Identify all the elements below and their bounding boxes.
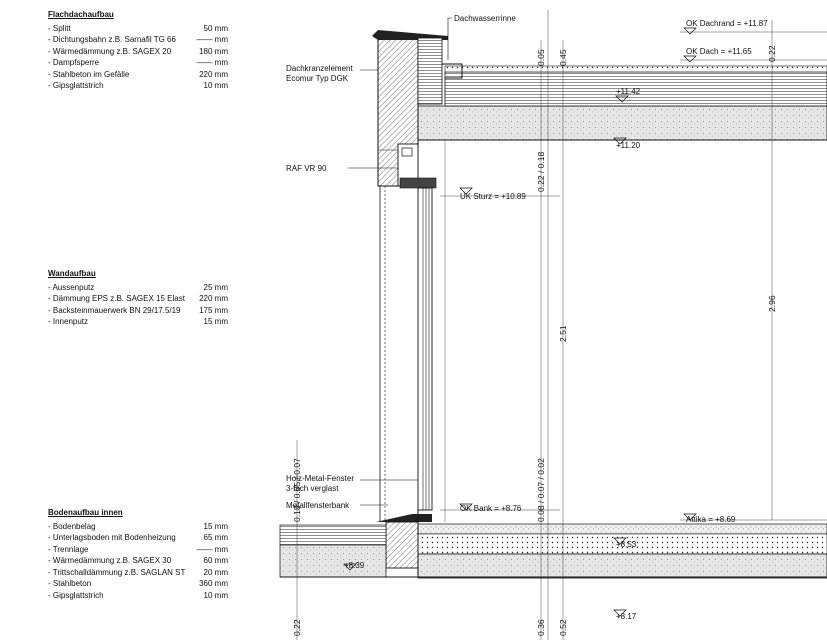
- wall-outline: [379, 186, 386, 522]
- dim-005: 0.05: [536, 49, 546, 66]
- spec-flachdach: Flachdachaufbau - Splitt 50 mm - Dichtung…: [48, 9, 228, 92]
- spec-value: 60 mm: [203, 556, 228, 565]
- spec-row: - Innenputz 15 mm: [48, 316, 228, 328]
- level-817: +8.17: [616, 612, 637, 621]
- spec-label: - Splitt: [48, 23, 71, 33]
- spec-row: - Gipsglattstrich 10 mm: [48, 80, 228, 92]
- label-fensterbank: Metallfensterbank: [286, 501, 350, 510]
- spec-value: 180 mm: [199, 46, 228, 56]
- dim-251: 2.51: [558, 325, 568, 342]
- window-frame: [417, 140, 446, 522]
- label-dachkranz: Dachkranzelement: [286, 64, 353, 73]
- level-1120: +11.20: [616, 141, 641, 150]
- spec-label: - Backsteinmauerwerk BN 29/17.5/19: [48, 305, 181, 315]
- dim-022-018: 0.22 / 0.18: [536, 152, 546, 192]
- spec-value: 15 mm: [203, 317, 228, 326]
- roof-slab: [417, 65, 827, 141]
- spec-label: - Trennlage: [48, 544, 89, 554]
- spec-title: Flachdachaufbau: [48, 10, 114, 19]
- spec-label: - Trittschalldämmung z.B. SAGLAN ST: [48, 567, 186, 577]
- spec-title: Bodenaufbau innen: [48, 508, 123, 517]
- spec-value: 220 mm: [199, 294, 228, 303]
- label-raf: RAF VR 90: [286, 164, 327, 173]
- spec-row: - Unterlagsboden mit Bodenheizung 65 mm: [48, 532, 228, 544]
- spec-label: - Stahlbeton: [48, 579, 92, 588]
- spec-label: - Gipsglattstrich: [48, 590, 104, 600]
- dim-036: 0.36: [536, 619, 546, 636]
- dim-022-right: 0.22: [767, 45, 777, 62]
- spec-row: - Dampfsperre —— mm: [48, 57, 228, 69]
- spec-label: - Wärmedämmung z.B. SAGEX 20: [48, 46, 172, 56]
- level-ok-dachrand: OK Dachrand = +11.87: [686, 19, 768, 28]
- spec-value: 25 mm: [203, 282, 228, 292]
- dimension-lines: [296, 10, 827, 640]
- spec-row: - Wärmedämmung z.B. SAGEX 20 180 mm: [48, 46, 228, 58]
- spec-label: - Innenputz: [48, 317, 89, 326]
- spec-value: —— mm: [196, 58, 228, 67]
- spec-value: 50 mm: [203, 23, 228, 33]
- spec-value: —— mm: [196, 35, 228, 44]
- spec-label: - Wärmedämmung z.B. SAGEX 30: [48, 556, 172, 565]
- spec-value: 65 mm: [203, 533, 228, 542]
- spec-label: - Dämmung EPS z.B. SAGEX 15 Elast: [48, 294, 185, 303]
- label-dachkranz-typ: Ecomur Typ DGK: [286, 74, 349, 83]
- spec-label: - Gipsglattstrich: [48, 81, 104, 90]
- spec-value: 10 mm: [203, 81, 228, 90]
- spec-title: Wandaufbau: [48, 269, 96, 278]
- level-839: +8.39: [344, 561, 365, 570]
- spec-value: —— mm: [196, 544, 228, 554]
- spec-boden: Bodenaufbau innen - Bodenbelag 15 mm - Un…: [48, 507, 228, 601]
- spec-row: - Stahlbeton im Gefälle 220 mm: [48, 69, 228, 81]
- dim-052: 0.52: [558, 619, 568, 636]
- spec-label: - Bodenbelag: [48, 521, 96, 531]
- spec-row: - Backsteinmauerwerk BN 29/17.5/19 175 mm: [48, 305, 228, 317]
- floor-slab: [279, 510, 827, 579]
- spec-row: - Wärmedämmung z.B. SAGEX 30 60 mm: [48, 555, 228, 567]
- spec-label: - Unterlagsboden mit Bodenheizung: [48, 533, 176, 542]
- label-fenster-glas: 3-fach verglast: [286, 484, 339, 493]
- level-853: +8.53: [616, 540, 637, 549]
- dim-296: 2.96: [767, 295, 777, 312]
- level-markers: [343, 27, 697, 617]
- spec-row: - Dämmung EPS z.B. SAGEX 15 Elast 220 mm: [48, 293, 228, 305]
- spec-label: - Dampfsperre: [48, 58, 100, 67]
- leader-lines: [348, 17, 452, 506]
- spec-value: 360 mm: [199, 579, 228, 588]
- label-dachwasserrinne: Dachwasserrinne: [454, 14, 516, 23]
- spec-row: - Gipsglattstrich 10 mm: [48, 590, 228, 602]
- level-attika: Attika = +8.69: [686, 515, 736, 524]
- dim-022-left: 0.22: [292, 619, 302, 636]
- spec-row: - Trennlage —— mm: [48, 544, 228, 556]
- spec-label: - Aussenputz: [48, 282, 95, 292]
- spec-label: - Stahlbeton im Gefälle: [48, 69, 130, 79]
- dim-045: 0.45: [558, 49, 568, 66]
- level-ok-dach: OK Dach = +11.65: [686, 47, 752, 56]
- level-1142: +11.42: [616, 87, 641, 96]
- spec-wand: Wandaufbau - Aussenputz 25 mm - Dämmung E…: [48, 268, 228, 328]
- spec-label: - Dichtungsbahn z.B. Sarnafil TG 66: [48, 35, 176, 44]
- spec-value: 175 mm: [199, 305, 228, 315]
- spec-row: - Bodenbelag 15 mm: [48, 521, 228, 533]
- blind-box: [397, 143, 437, 189]
- spec-value: 10 mm: [203, 590, 228, 600]
- label-fenster: Holz-Metal-Fenster: [286, 474, 354, 483]
- dim-018-005-007: 0.18 / 0.05 / 0.07: [292, 458, 302, 522]
- level-ok-bank: OK Bank = +8.76: [460, 504, 522, 513]
- dim-008-007-002: 0.08 / 0.07 / 0.02: [536, 458, 546, 522]
- spec-row: - Dichtungsbahn z.B. Sarnafil TG 66 —— mm: [48, 34, 228, 46]
- spec-row: - Aussenputz 25 mm: [48, 282, 228, 294]
- spec-row: - Trittschalldämmung z.B. SAGLAN ST 20 mm: [48, 567, 228, 579]
- spec-value: 15 mm: [203, 521, 228, 531]
- level-uk-sturz: UK Sturz = +10.89: [460, 192, 526, 201]
- spec-value: 20 mm: [203, 567, 228, 577]
- spec-row: - Splitt 50 mm: [48, 23, 228, 35]
- spec-row: - Stahlbeton 360 mm: [48, 578, 228, 590]
- spec-value: 220 mm: [199, 69, 228, 79]
